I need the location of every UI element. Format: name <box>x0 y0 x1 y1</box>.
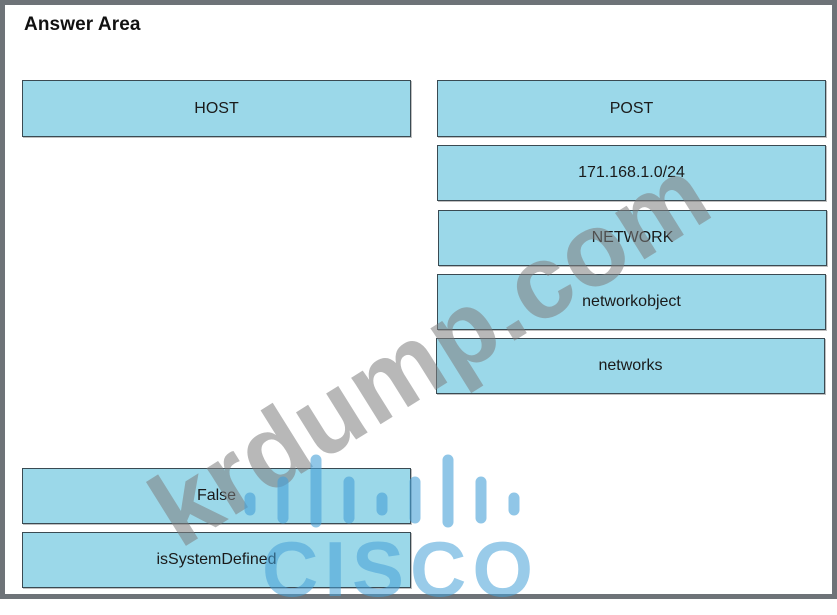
tile-networks[interactable]: networks <box>436 338 825 394</box>
tile-post-label: POST <box>609 99 654 117</box>
tile-network-label: NETWORK <box>591 229 674 246</box>
tile-is-system-defined[interactable]: isSystemDefined <box>22 532 411 588</box>
tile-networkobject-label: networkobject <box>582 293 681 310</box>
tile-networks-label: networks <box>598 357 663 374</box>
tile-false-label: False <box>196 487 237 504</box>
tile-network[interactable]: NETWORK <box>438 210 827 266</box>
tile-ip-range[interactable]: 171.168.1.0/24 <box>437 145 826 201</box>
tile-is-system-defined-label: isSystemDefined <box>156 551 277 568</box>
tile-host-label: HOST <box>194 99 239 117</box>
tile-host[interactable]: HOST <box>22 80 411 137</box>
tile-post[interactable]: POST <box>437 80 826 137</box>
answer-area-frame: Answer Area HOST POST 171.168.1.0/24 NET… <box>0 0 837 599</box>
tile-ip-range-label: 171.168.1.0/24 <box>578 164 685 181</box>
answer-area-title: Answer Area <box>24 14 141 35</box>
tile-networkobject[interactable]: networkobject <box>437 274 826 330</box>
tile-false[interactable]: False <box>22 468 411 524</box>
